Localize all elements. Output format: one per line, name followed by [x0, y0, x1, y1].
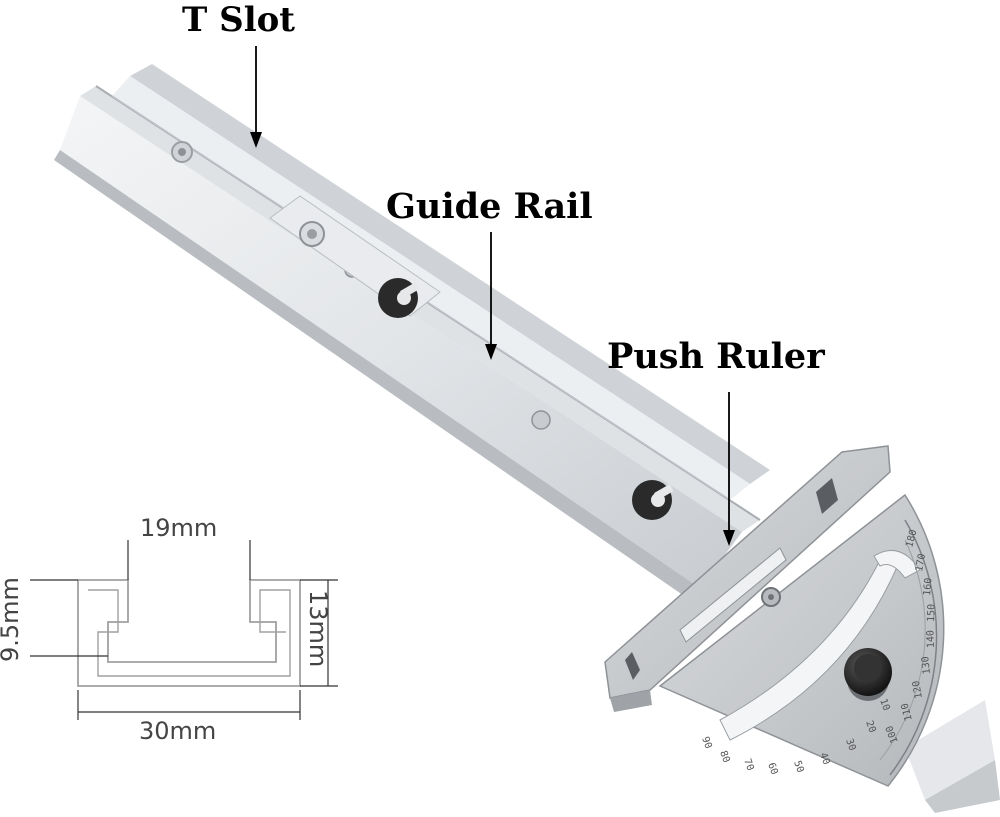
callout-arrows [250, 46, 735, 546]
scale-inner-number: 50 [791, 759, 805, 774]
dimension-13mm: 13mm [304, 590, 332, 668]
guide-rail-label: Guide Rail [386, 186, 593, 227]
dimension-19mm: 19mm [140, 514, 218, 542]
scale-outer-number: 160 [922, 577, 935, 596]
washer-top [378, 278, 420, 318]
scale-inner-number: 70 [741, 757, 755, 772]
scale-inner-number: 10 [877, 697, 891, 712]
push-ruler-label: Push Ruler [607, 336, 825, 377]
scale-outer-number: 110 [900, 702, 915, 722]
t-slot-profile-diagram [30, 540, 338, 720]
protractor-scale: 90 80 70 60 50 40 30 20 10 180 170 160 1… [699, 528, 937, 776]
dimension-30mm: 30mm [139, 717, 217, 745]
scale-outer-number: 180 [904, 528, 919, 548]
scale-outer-number: 140 [925, 630, 937, 648]
scale-inner-number: 90 [699, 735, 713, 750]
push-ruler-head [604, 445, 945, 787]
scale-inner-number: 20 [863, 719, 877, 734]
scale-inner-number: 80 [717, 749, 731, 764]
scale-outer-number: 130 [920, 656, 933, 675]
dimension-9-5mm: 9.5mm [0, 577, 24, 662]
scale-outer-number: 120 [911, 680, 925, 700]
washer-bottom [632, 480, 674, 520]
scale-outer-number: 170 [914, 553, 928, 573]
scale-outer-number: 150 [926, 604, 938, 622]
scale-inner-number: 30 [843, 737, 857, 752]
scale-inner-number: 60 [765, 761, 779, 776]
scale-inner-number: 40 [817, 751, 831, 766]
t-slot-label: T Slot [182, 0, 295, 40]
locking-knob [844, 648, 892, 701]
profile-outline [77, 579, 301, 687]
profile-inner-outline [88, 589, 291, 677]
